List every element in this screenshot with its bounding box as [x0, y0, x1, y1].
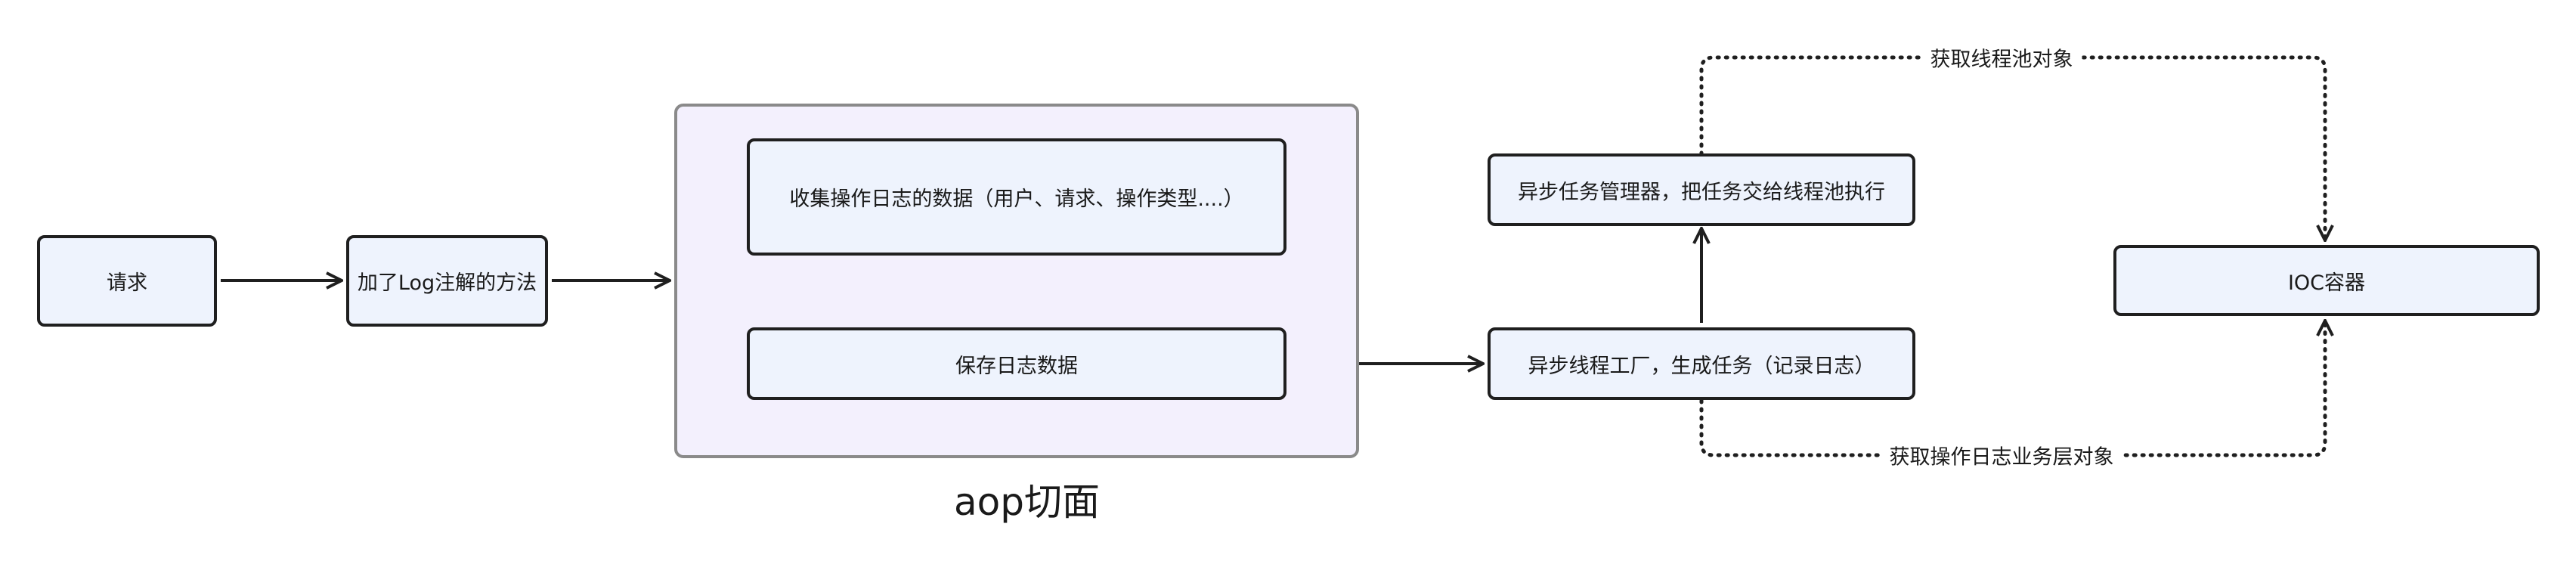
node-log-method: 加了Log注解的方法 — [346, 235, 548, 327]
aop-group-caption: aop切面 — [954, 480, 1100, 524]
edge-label-thread-pool: 获取线程池对象 — [1921, 42, 2082, 73]
edge-label-log-service: 获取操作日志业务层对象 — [1880, 440, 2123, 470]
node-async-manager: 异步任务管理器，把任务交给线程池执行 — [1488, 153, 1915, 226]
edge-manager-to-ioc-dotted — [1699, 55, 2325, 243]
node-ioc-container: IOC容器 — [2113, 245, 2540, 316]
node-request: 请求 — [37, 235, 217, 327]
edge-factory-to-ioc-dotted — [1699, 318, 2325, 457]
node-async-factory: 异步线程工厂，生成任务（记录日志） — [1488, 327, 1915, 400]
node-save-log: 保存日志数据 — [747, 327, 1286, 400]
node-collect-data: 收集操作日志的数据（用户、请求、操作类型....） — [747, 138, 1286, 256]
